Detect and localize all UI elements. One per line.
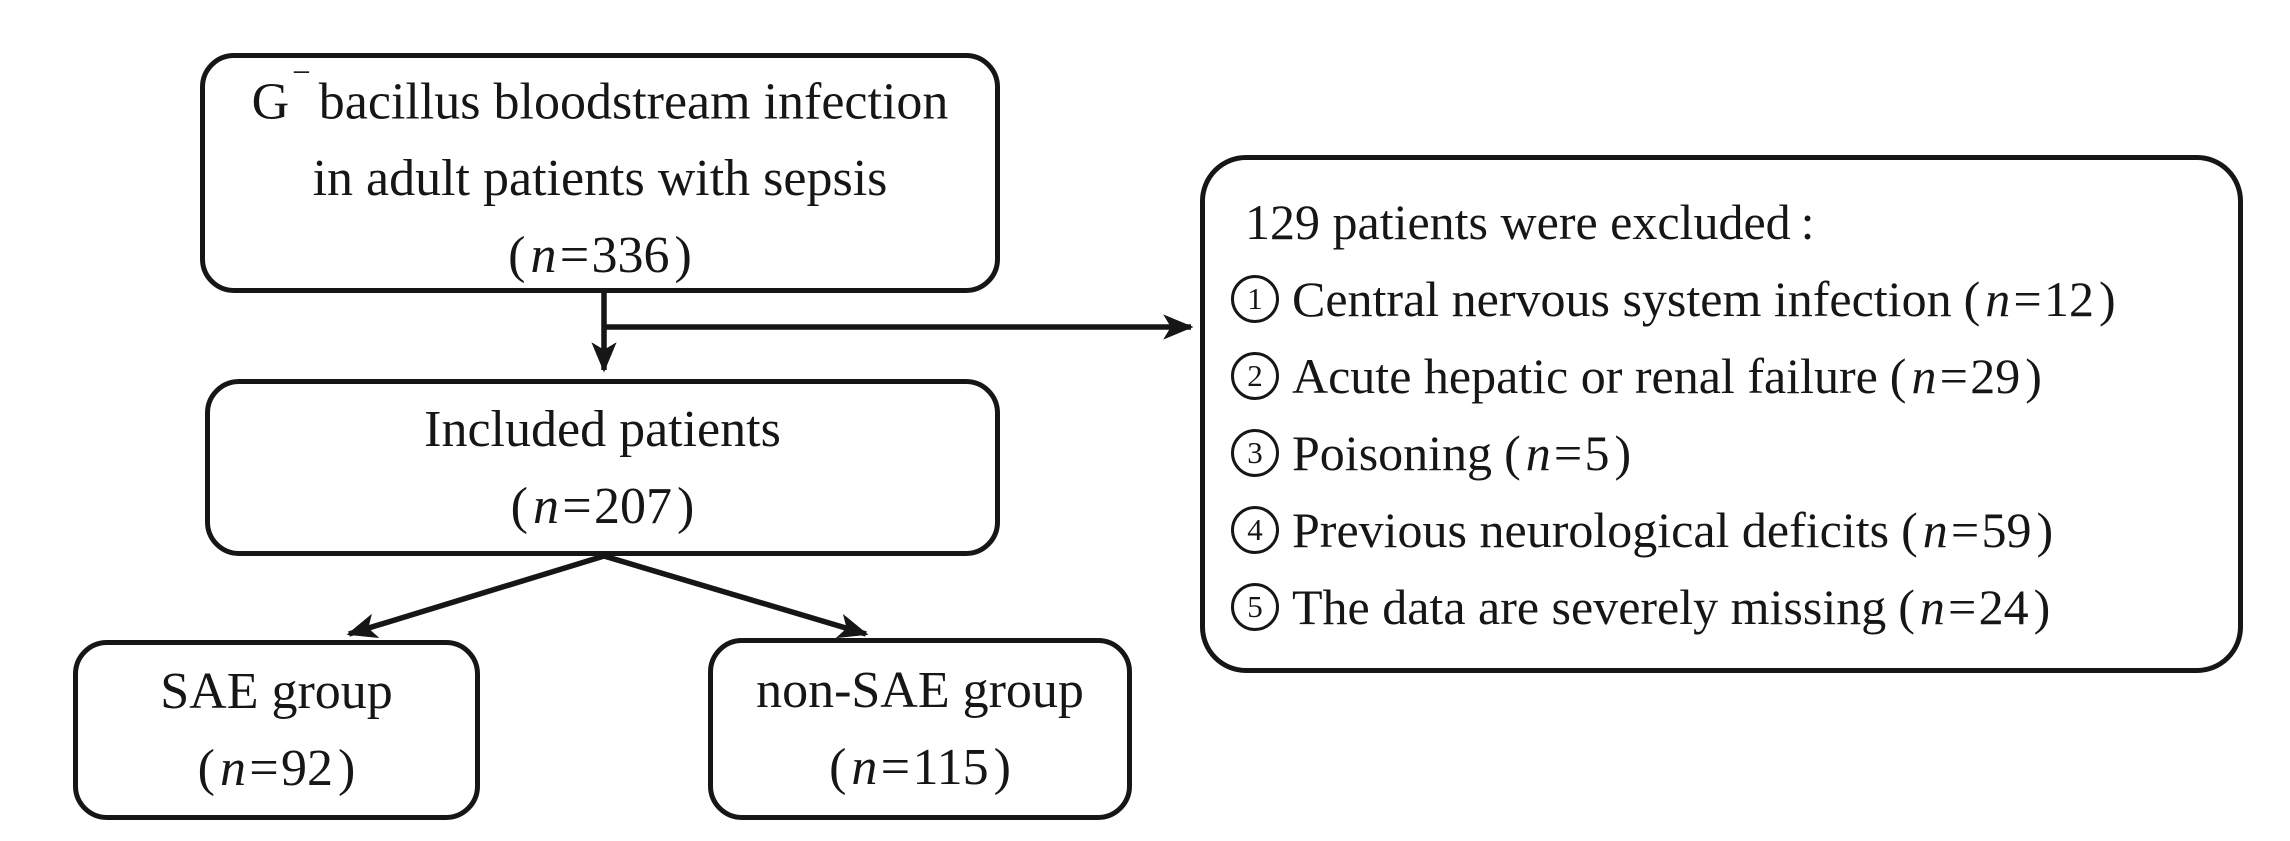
box-excluded-patients: 129 patients were excluded: 1 Central ner… bbox=[1200, 155, 2243, 673]
box-sae-group: SAE group (n=92) bbox=[73, 640, 480, 820]
open-paren: ( bbox=[829, 739, 847, 796]
n-equals: n= bbox=[219, 740, 282, 797]
open-paren: ( bbox=[1901, 501, 1918, 558]
n-equals: n= bbox=[1922, 501, 1982, 558]
count-value: 24 bbox=[1978, 578, 2029, 635]
arrow-included-to-nonsae bbox=[603, 553, 869, 639]
excluded-item-2: 2 Acute hepatic or renal failure(n=29) bbox=[1231, 337, 2054, 414]
open-paren: ( bbox=[1889, 347, 1907, 404]
circled-number-icon: 5 bbox=[1231, 582, 1279, 631]
close-paren: ) bbox=[674, 227, 692, 285]
count-value: 92 bbox=[281, 740, 334, 797]
close-paren: ) bbox=[677, 477, 695, 535]
sae-count: (n=92) bbox=[186, 730, 368, 807]
count-value: 29 bbox=[1970, 347, 2021, 404]
close-paren: ) bbox=[2098, 270, 2116, 327]
excluded-item-5: 5 The data are severely missing(n=24) bbox=[1231, 568, 2062, 645]
excluded-item-text: Central nervous system infection bbox=[1292, 270, 1952, 327]
circled-number-icon: 4 bbox=[1231, 505, 1279, 554]
included-count: (n=207) bbox=[499, 468, 707, 545]
excluded-item-text: The data are severely missing bbox=[1292, 578, 1887, 635]
circled-number-icon: 3 bbox=[1231, 428, 1279, 477]
sae-line-1: SAE group bbox=[160, 663, 393, 720]
source-count: (n=336) bbox=[496, 217, 704, 294]
n-equals: n= bbox=[1919, 578, 1979, 635]
box-included-patients: Included patients (n=207) bbox=[205, 379, 1000, 556]
excluded-item-1: 1 Central nervous system infection(n=12) bbox=[1231, 260, 2128, 337]
n-equals: n= bbox=[530, 227, 592, 285]
close-paren: ) bbox=[1614, 424, 1632, 481]
box-source-population: G−bacillus bloodstream infection in adul… bbox=[200, 53, 1000, 293]
superscript-minus: − bbox=[292, 54, 311, 91]
open-paren: ( bbox=[1504, 424, 1521, 481]
n-equals: n= bbox=[1911, 347, 1971, 404]
colon: : bbox=[1800, 193, 1815, 250]
excluded-item-text: Poisoning bbox=[1292, 424, 1493, 481]
close-paren: ) bbox=[2033, 578, 2051, 635]
source-line-2: in adult patients with sepsis bbox=[312, 150, 888, 208]
source-line-1-text: bacillus bloodstream infection bbox=[318, 73, 949, 131]
count-value: 207 bbox=[594, 477, 673, 535]
excluded-title: 129 patients were excluded: bbox=[1231, 183, 1815, 260]
close-paren: ) bbox=[993, 739, 1011, 796]
arrow-included-to-sae bbox=[346, 553, 605, 638]
excluded-item-3: 3 Poisoning(n=5) bbox=[1231, 414, 1643, 491]
open-paren: ( bbox=[197, 740, 215, 797]
excluded-item-4: 4 Previous neurological deficits(n=59) bbox=[1231, 491, 2065, 568]
excluded-item-text: Acute hepatic or renal failure bbox=[1292, 347, 1878, 404]
circled-number-icon: 1 bbox=[1231, 274, 1279, 323]
count-value: 12 bbox=[2043, 270, 2094, 327]
open-paren: ( bbox=[1963, 270, 1981, 327]
open-paren: ( bbox=[508, 227, 526, 285]
n-equals: n= bbox=[532, 477, 595, 535]
nonsae-count: (n=115) bbox=[817, 729, 1023, 806]
close-paren: ) bbox=[338, 740, 356, 797]
n-equals: n= bbox=[851, 739, 913, 796]
count-value: 115 bbox=[912, 739, 989, 796]
count-value: 5 bbox=[1584, 424, 1610, 481]
included-line-1: Included patients bbox=[424, 400, 781, 458]
close-paren: ) bbox=[2036, 501, 2054, 558]
n-equals: n= bbox=[1985, 270, 2044, 327]
count-value: 336 bbox=[591, 227, 670, 285]
open-paren: ( bbox=[510, 477, 528, 535]
n-equals: n= bbox=[1525, 424, 1585, 481]
count-value: 59 bbox=[1981, 501, 2032, 558]
close-paren: ) bbox=[2025, 347, 2042, 404]
excluded-item-text: Previous neurological deficits bbox=[1292, 501, 1890, 558]
circled-number-icon: 2 bbox=[1231, 351, 1279, 400]
source-line-1: G−bacillus bloodstream infection bbox=[252, 52, 949, 140]
box-non-sae-group: non-SAE group (n=115) bbox=[708, 638, 1132, 820]
gram-negative-label: G bbox=[251, 73, 290, 131]
open-paren: ( bbox=[1898, 578, 1915, 635]
excluded-title-text: 129 patients were excluded bbox=[1245, 193, 1791, 250]
nonsae-line-1: non-SAE group bbox=[756, 662, 1084, 719]
